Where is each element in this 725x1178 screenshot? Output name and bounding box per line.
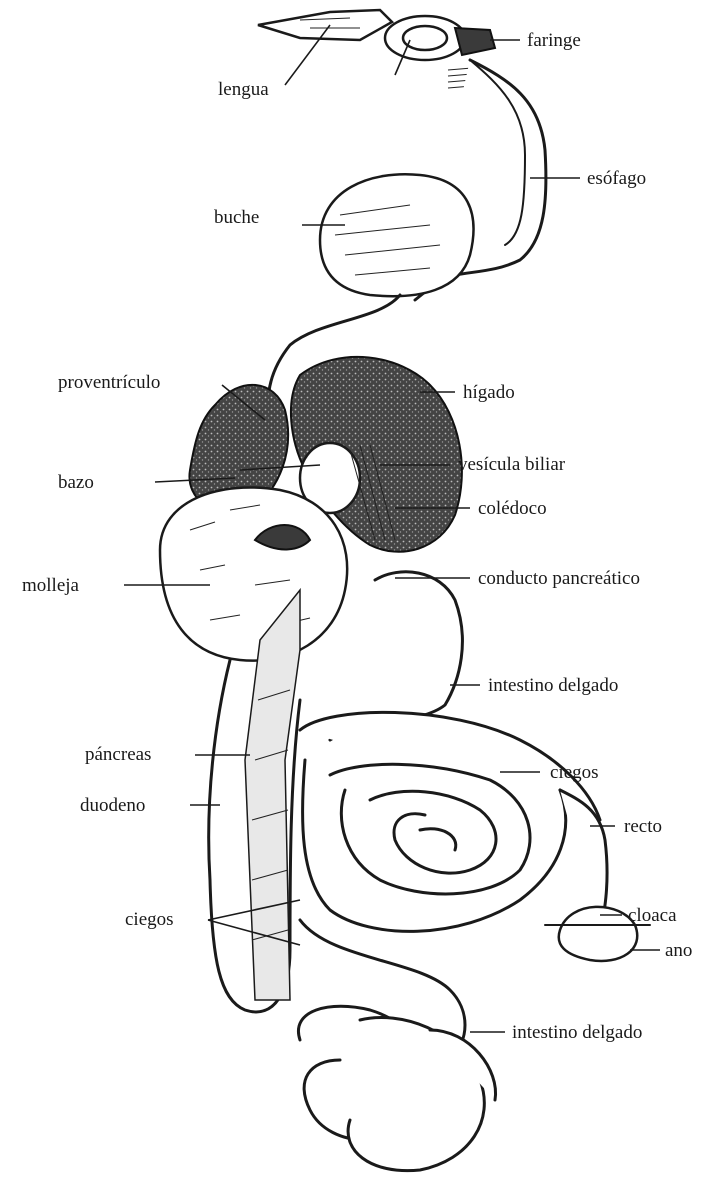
label-recto: recto bbox=[624, 816, 662, 837]
label-buche: buche bbox=[214, 207, 259, 228]
gizzard bbox=[160, 488, 347, 661]
label-conducto-pancreatico: conducto pancreático bbox=[478, 568, 640, 589]
label-vesicula: vesícula biliar bbox=[458, 454, 566, 475]
label-pancreas: páncreas bbox=[85, 744, 151, 765]
coiled-intestines bbox=[300, 712, 600, 931]
label-duodeno: duodeno bbox=[80, 795, 145, 816]
label-lengua: lengua bbox=[218, 79, 269, 100]
label-higado: hígado bbox=[463, 382, 515, 403]
label-faringe: faringe bbox=[527, 30, 581, 51]
label-esofago: esófago bbox=[587, 168, 646, 189]
tongue bbox=[258, 10, 392, 40]
label-proventriculo: proventrículo bbox=[58, 372, 160, 393]
label-intestino-delgado-2: intestino delgado bbox=[512, 1022, 642, 1043]
label-intestino-delgado-1: intestino delgado bbox=[488, 675, 618, 696]
label-ciegos-1: ciegos bbox=[550, 762, 599, 783]
label-bazo: bazo bbox=[58, 472, 94, 493]
label-ano: ano bbox=[665, 940, 692, 961]
label-ciegos-2: ciegos bbox=[125, 909, 174, 930]
label-coledoco: colédoco bbox=[478, 498, 547, 519]
cloaca bbox=[559, 907, 637, 961]
crop bbox=[320, 174, 473, 296]
label-molleja: molleja bbox=[22, 575, 80, 596]
small-intestine-lower bbox=[298, 920, 495, 1171]
label-cloaca: cloaca bbox=[628, 905, 677, 926]
